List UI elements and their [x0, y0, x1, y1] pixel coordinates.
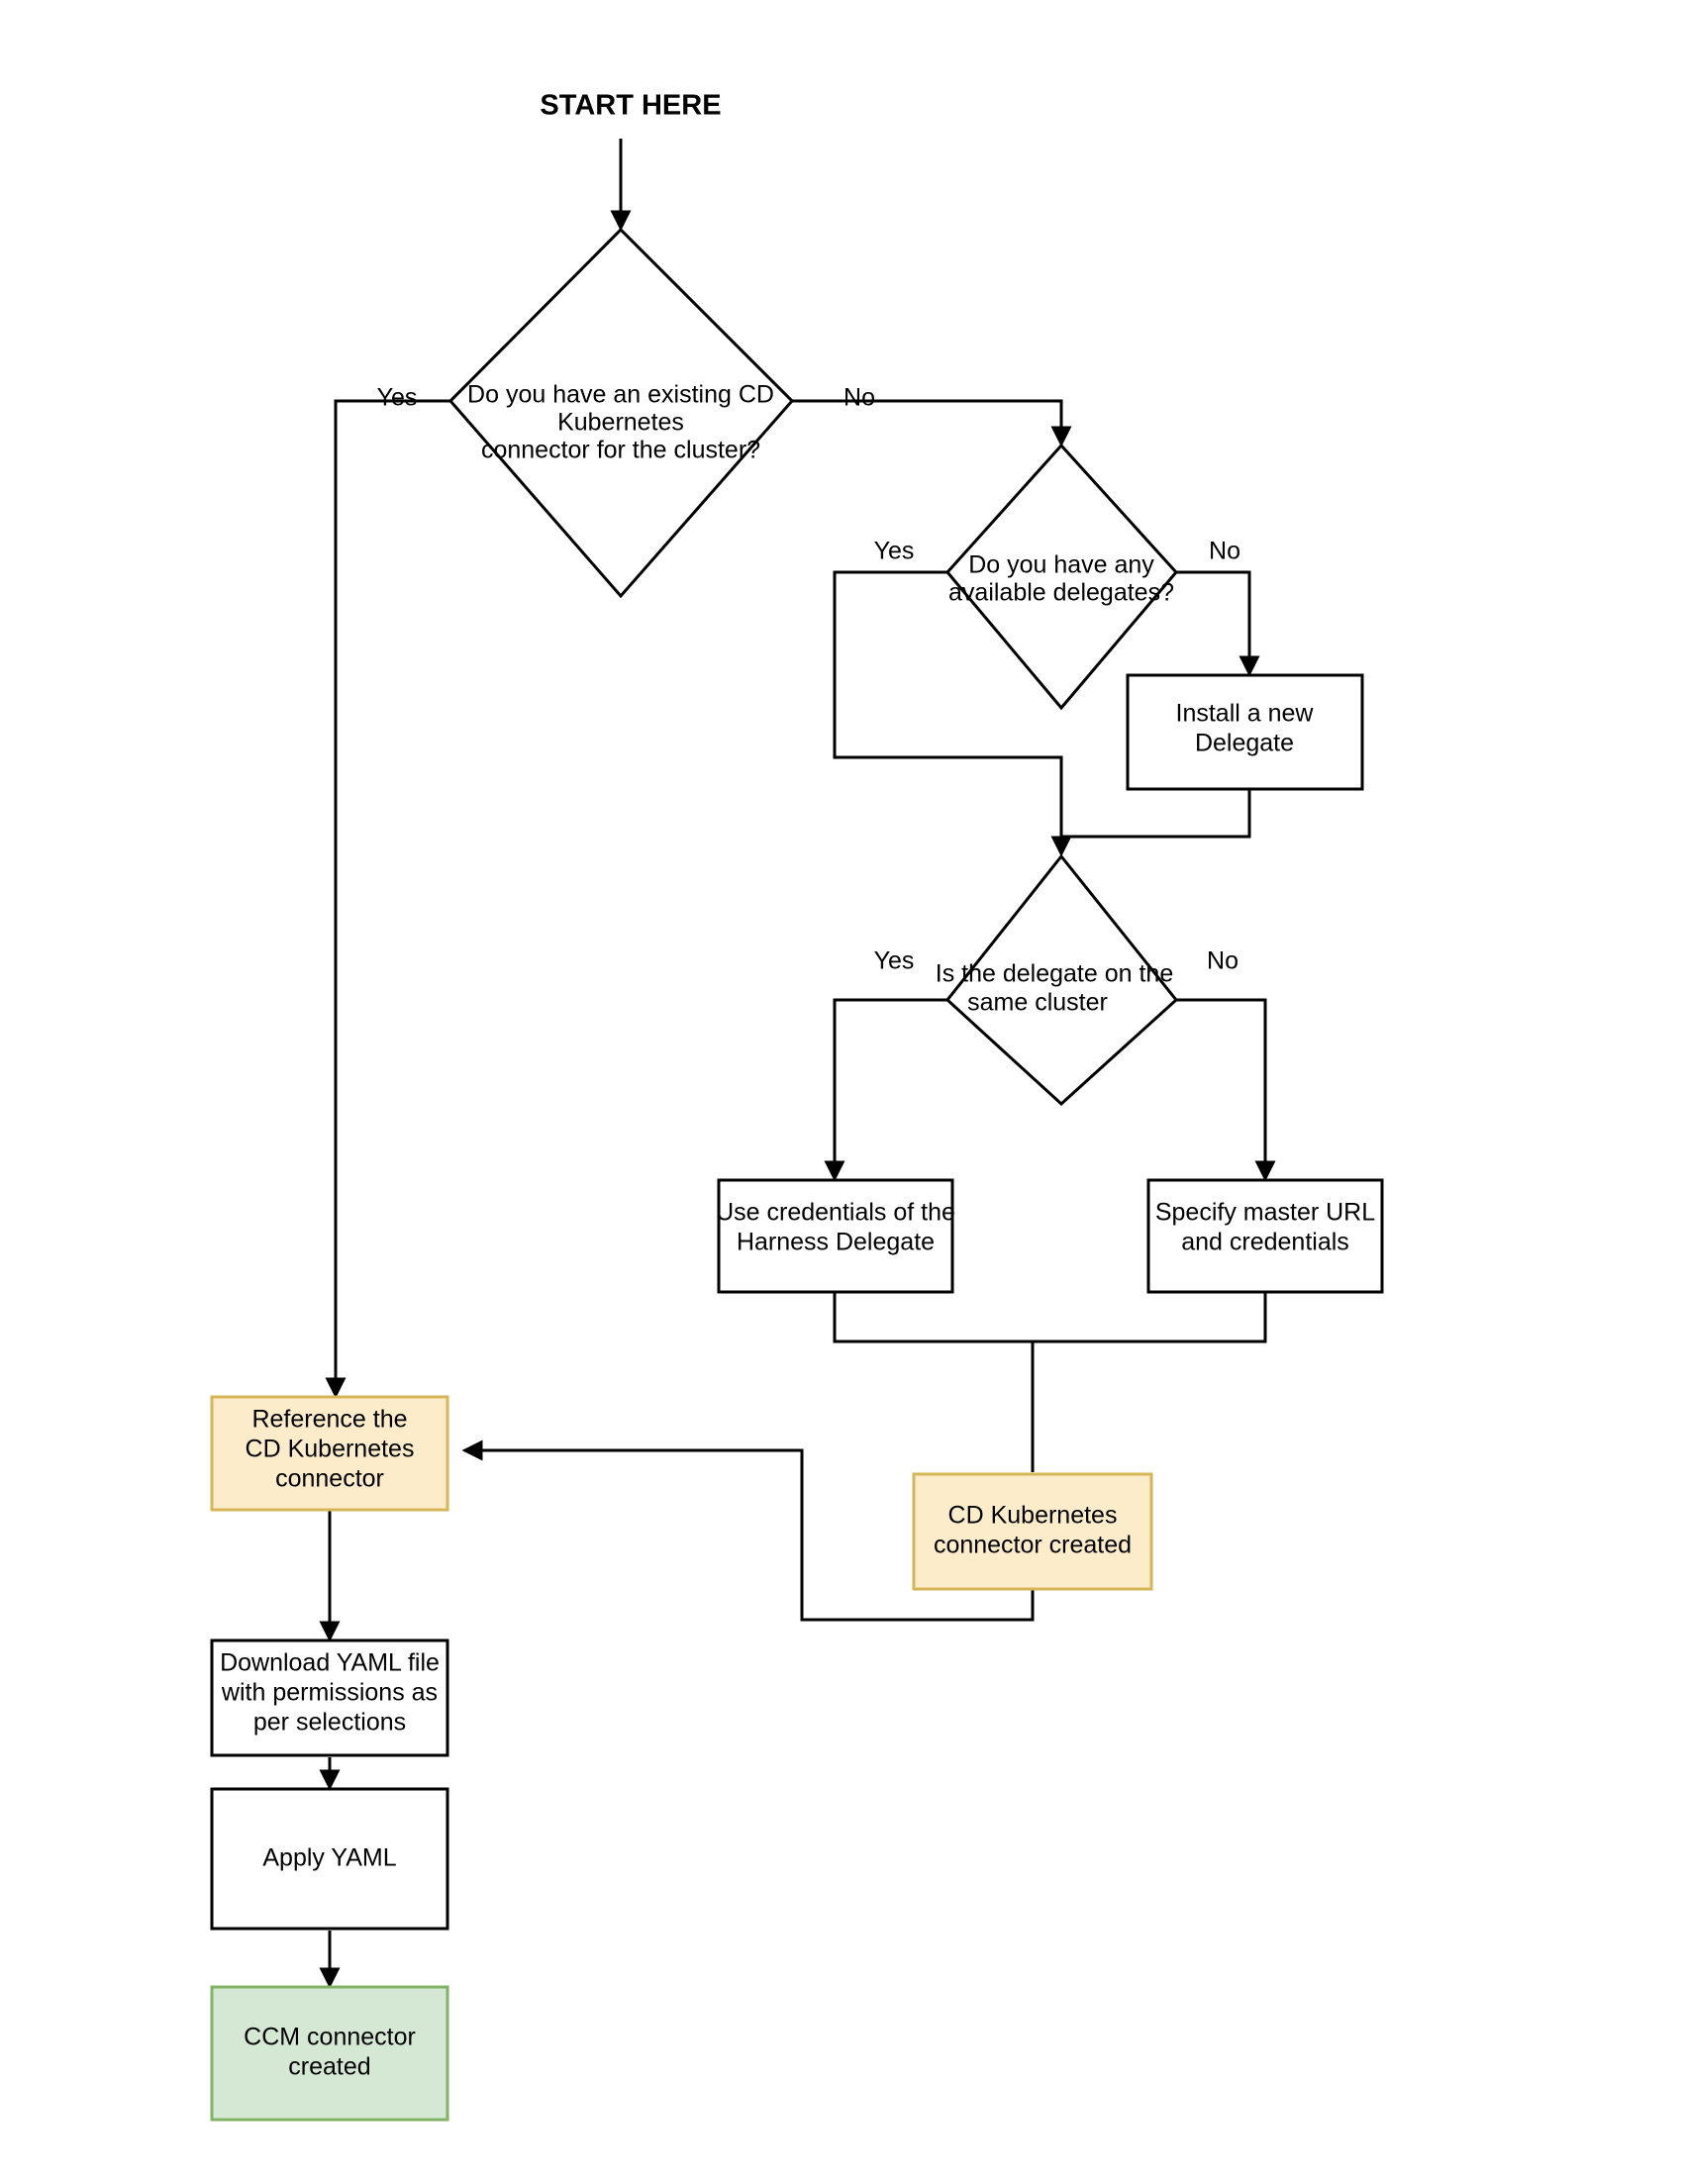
install-label-line2: Delegate	[1195, 730, 1294, 757]
d1-label-line2: Kubernetes	[557, 409, 684, 437]
decision-available-delegates[interactable]	[945, 443, 1178, 711]
box-use-delegate-credentials[interactable]	[717, 1178, 954, 1294]
usecreds-label-line2: Harness Delegate	[737, 1229, 935, 1256]
start-here-label: START HERE	[540, 90, 721, 122]
decision-existing-cd-connector[interactable]	[447, 227, 795, 599]
edge-install-to-d3	[1061, 789, 1251, 839]
d3-label-line2: same cluster	[967, 989, 1108, 1017]
created-label-line2: connector created	[934, 1532, 1132, 1559]
edge-label-d1-no: No	[843, 384, 875, 412]
download-label-line3: per selections	[253, 1709, 406, 1737]
reference-label-line1: Reference the	[251, 1406, 407, 1434]
master-label-line1: Specify master URL	[1155, 1199, 1375, 1227]
download-label-line1: Download YAML file	[220, 1649, 440, 1677]
reference-label-line3: connector	[275, 1465, 384, 1493]
edge-d1-no-to-d2	[792, 399, 1072, 447]
decision-delegate-same-cluster[interactable]	[944, 853, 1179, 1107]
edge-usecreds-merge	[833, 1292, 1033, 1343]
edge-d3-yes-to-usecreds	[824, 998, 947, 1182]
d1-label-line3: connector for the cluster?	[481, 437, 760, 464]
edge-d1-yes-to-reference	[325, 399, 450, 1399]
ccm-label-line2: created	[288, 2053, 370, 2081]
box-ccm-connector-created[interactable]	[210, 1985, 449, 2122]
d2-label-line2: available delegates?	[948, 579, 1174, 607]
box-specify-master-url[interactable]	[1146, 1178, 1384, 1294]
d3-label-line1: Is the delegate on the	[936, 960, 1173, 988]
box-download-yaml[interactable]	[210, 1638, 449, 1757]
edge-d3-no-to-master	[1176, 998, 1276, 1182]
reference-label-line2: CD Kubernetes	[246, 1436, 415, 1463]
master-label-line2: and credentials	[1181, 1229, 1349, 1256]
ccm-label-line1: CCM connector	[244, 2024, 416, 2051]
edge-d2-no-to-install	[1176, 570, 1260, 677]
edge-created-to-reference	[461, 1439, 1035, 1622]
edge-label-d3-yes: Yes	[874, 947, 915, 975]
box-apply-yaml[interactable]	[210, 1787, 449, 1931]
edge-label-d1-yes: Yes	[377, 384, 418, 412]
edge-d2-yes-merge	[833, 570, 1072, 857]
box-install-new-delegate[interactable]	[1126, 673, 1364, 791]
apply-label-line1: Apply YAML	[262, 1844, 396, 1872]
d1-label-line1: Do you have an existing CD	[467, 381, 774, 409]
box-reference-cd-connector[interactable]	[210, 1395, 449, 1512]
download-label-line2: with permissions as	[221, 1679, 438, 1707]
created-label-line1: CD Kubernetes	[948, 1502, 1118, 1530]
edge-label-d2-no: No	[1209, 538, 1240, 565]
edge-label-d2-yes: Yes	[874, 538, 915, 565]
edge-master-merge	[1033, 1292, 1267, 1343]
d2-label-line1: Do you have any	[968, 551, 1154, 579]
usecreds-label-line1: Use credentials of the	[716, 1199, 955, 1227]
install-label-line1: Install a new	[1176, 700, 1315, 728]
edge-label-d3-no: No	[1207, 947, 1239, 975]
box-cd-connector-created[interactable]	[912, 1472, 1153, 1591]
